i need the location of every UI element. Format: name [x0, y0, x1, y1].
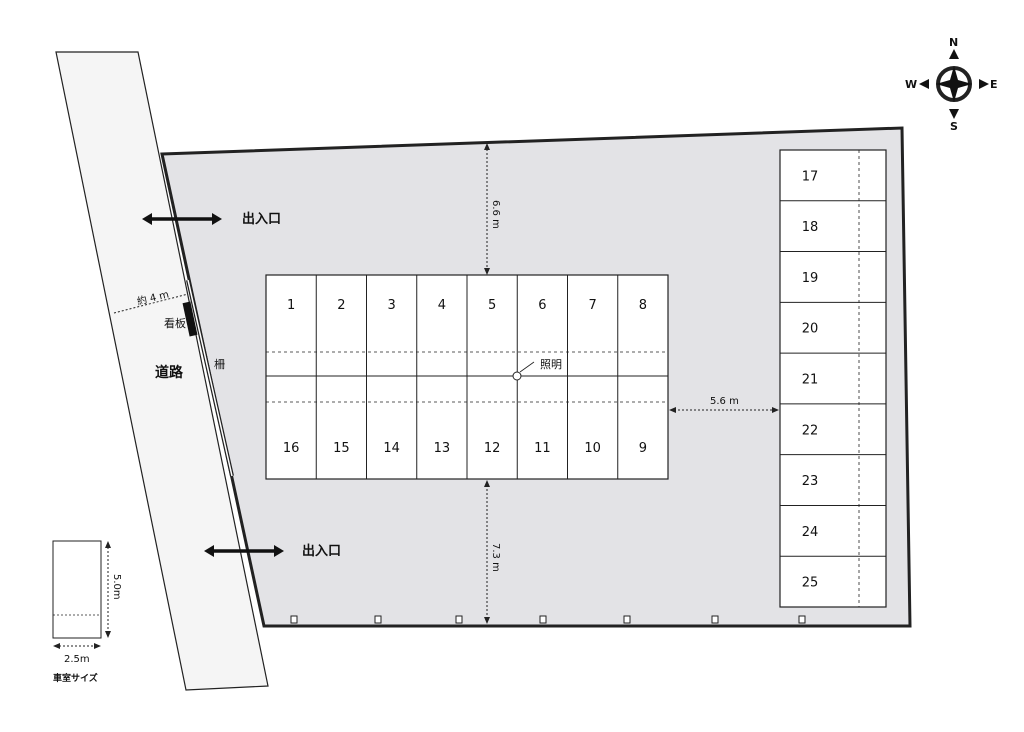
- wall-post: [623, 615, 631, 624]
- wall-post: [711, 615, 719, 624]
- legend-depth-arrowhead-up: [105, 541, 111, 548]
- space-number: 2: [337, 298, 345, 313]
- compass-arrow-north: [949, 49, 959, 59]
- space-number: 23: [802, 474, 819, 489]
- compass-east-label: E: [990, 78, 998, 91]
- sign-board: [182, 301, 198, 337]
- fence-label: 柵: [214, 357, 225, 371]
- wall-post: [455, 615, 463, 624]
- road-strip: [55, 51, 269, 691]
- space-number: 5: [488, 298, 496, 313]
- dimension-top-label: 6.6 m: [490, 200, 501, 229]
- space-number: 14: [383, 441, 400, 456]
- space-number: 17: [802, 169, 819, 184]
- space-number: 3: [387, 298, 395, 313]
- dimension-bottom-arrowhead-up: [484, 480, 490, 487]
- wall-post: [798, 615, 806, 624]
- wall-posts: [290, 615, 806, 624]
- dimension-aisle-label: 5.6 m: [710, 396, 739, 407]
- compass-north-label: N: [949, 36, 958, 49]
- space-number: 16: [283, 441, 300, 456]
- dimension-bottom-arrowhead-down: [484, 617, 490, 624]
- right-column-spaces: 17 18 19 20 21 22 23 24 25: [780, 169, 886, 591]
- compass-star: [936, 66, 972, 102]
- space-number: 25: [802, 576, 819, 591]
- space-number: 18: [802, 220, 819, 235]
- legend-depth-label: 5.0m: [111, 574, 122, 600]
- bottom-row-spaces: 16 15 14 13 12 11 10 9: [283, 441, 647, 456]
- sign-label: 看板: [164, 316, 186, 330]
- space-number: 8: [639, 298, 647, 313]
- fence-inner: [187, 279, 233, 477]
- space-number: 7: [588, 298, 596, 313]
- central-column-lines: [315, 275, 619, 479]
- entrance-bottom-label: 出入口: [302, 543, 341, 559]
- space-number: 11: [534, 441, 551, 456]
- entrance-top-arrowhead-right: [212, 213, 222, 225]
- road-label: 道路: [155, 364, 184, 381]
- space-number: 6: [538, 298, 546, 313]
- lighting-marker: [512, 371, 522, 381]
- dimension-top-arrowhead-up: [484, 143, 490, 150]
- space-number: 24: [802, 525, 819, 540]
- legend-width-arrowhead-left: [53, 643, 60, 649]
- lighting-label: 照明: [540, 358, 562, 371]
- space-number: 15: [333, 441, 350, 456]
- space-number: 22: [802, 423, 819, 438]
- wall-post: [290, 615, 298, 624]
- space-number: 10: [584, 441, 601, 456]
- space-number: 12: [484, 441, 501, 456]
- compass-south-label: S: [950, 120, 958, 133]
- compass-west-label: W: [905, 78, 917, 91]
- legend-width-arrowhead-right: [94, 643, 101, 649]
- road-width-line: [113, 293, 189, 314]
- entrance-top-label: 出入口: [242, 211, 281, 227]
- compass-arrow-south: [949, 109, 959, 119]
- space-size-legend: 5.0m 2.5m 車室サイズ: [52, 540, 122, 684]
- top-row-spaces: 1 2 3 4 5 6 7 8: [287, 298, 647, 313]
- space-number: 19: [802, 271, 819, 286]
- legend-caption: 車室サイズ: [53, 672, 98, 684]
- entrance-bottom-arrowhead-right: [274, 545, 284, 557]
- compass-arrow-east: [979, 79, 989, 89]
- entrance-bottom-arrowhead-left: [204, 545, 214, 557]
- right-column: [779, 149, 887, 608]
- space-number: 13: [434, 441, 451, 456]
- space-number: 1: [287, 298, 295, 313]
- space-number: 4: [438, 298, 446, 313]
- legend-width-label: 2.5m: [64, 654, 90, 665]
- wall-post: [539, 615, 547, 624]
- dimension-bottom-label: 7.3 m: [490, 543, 501, 572]
- compass-arrow-west: [919, 79, 929, 89]
- dimension-aisle-arrowhead-left: [669, 407, 676, 413]
- dimension-top-arrowhead-down: [484, 268, 490, 275]
- entrance-top-arrowhead-left: [142, 213, 152, 225]
- space-number: 9: [639, 441, 647, 456]
- space-number: 20: [802, 322, 819, 337]
- space-number: 21: [802, 373, 819, 388]
- compass-rose: N S W E: [905, 36, 998, 133]
- wall-post: [374, 615, 382, 624]
- legend-depth-arrowhead-down: [105, 631, 111, 638]
- legend-space: [52, 540, 102, 639]
- dimension-aisle-arrowhead-right: [772, 407, 779, 413]
- lighting-leader: [519, 361, 535, 373]
